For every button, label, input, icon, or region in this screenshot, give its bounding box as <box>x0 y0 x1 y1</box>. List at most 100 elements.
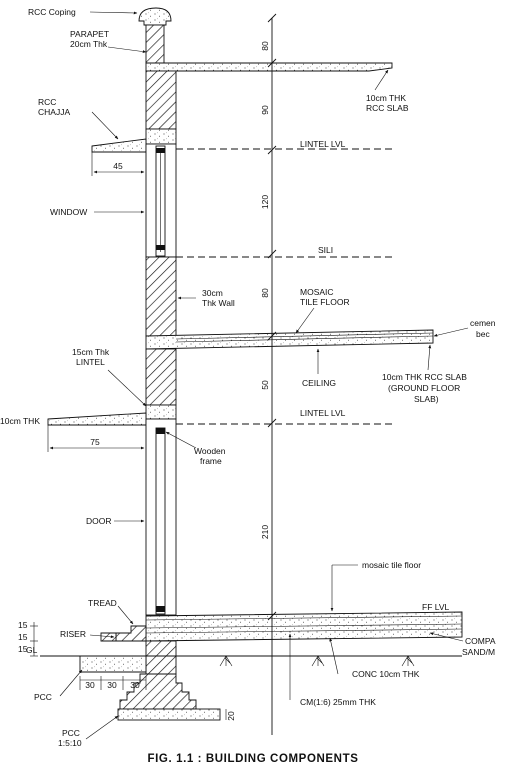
label-pcc-lower: PCC 1:5:10 <box>58 715 119 748</box>
svg-text:LINTEL LVL: LINTEL LVL <box>300 408 346 418</box>
svg-text:30: 30 <box>130 680 140 690</box>
dim-sill-to-floor: 80 <box>260 288 270 298</box>
dim-lintel-gap: 50 <box>260 380 270 390</box>
svg-text:1:5:10: 1:5:10 <box>58 738 82 748</box>
svg-text:10cm THK: 10cm THK <box>0 416 40 426</box>
upper-lintel <box>145 128 177 145</box>
svg-text:20cm Thk: 20cm Thk <box>70 39 108 49</box>
svg-text:MOSAIC: MOSAIC <box>300 287 334 297</box>
svg-text:PCC: PCC <box>34 692 52 702</box>
svg-text:RCC: RCC <box>38 97 56 107</box>
label-riser: RISER <box>60 629 115 639</box>
svg-text:CM(1:6) 25mm THK: CM(1:6) 25mm THK <box>300 697 376 707</box>
svg-text:15cm Thk: 15cm Thk <box>72 347 110 357</box>
label-door: DOOR <box>86 516 145 526</box>
svg-text:bec: bec <box>476 329 490 339</box>
svg-text:RCC SLAB: RCC SLAB <box>366 103 409 113</box>
door-opening <box>145 418 177 616</box>
label-ground-level: GL <box>26 645 38 655</box>
label-mosaic-tile: MOSAIC TILE FLOOR <box>295 287 350 334</box>
svg-text:TILE FLOOR: TILE FLOOR <box>300 297 350 307</box>
svg-text:(GROUND FLOOR: (GROUND FLOOR <box>388 383 460 393</box>
upper-wall <box>145 70 177 130</box>
label-ff-level: FF LVL <box>422 602 450 612</box>
svg-text:10cm THK: 10cm THK <box>366 93 406 103</box>
plinth-wall <box>145 640 177 675</box>
label-parapet: PARAPET 20cm Thk <box>70 29 147 54</box>
svg-text:45: 45 <box>113 161 123 171</box>
svg-text:10cm THK RCC SLAB: 10cm THK RCC SLAB <box>382 372 467 382</box>
label-lower-chajja: 10cm THK <box>0 416 40 426</box>
svg-text:Thk Wall: Thk Wall <box>202 298 235 308</box>
svg-text:Wooden: Wooden <box>194 446 226 456</box>
label-tread: TREAD <box>88 598 134 625</box>
label-lintel-level-upper: LINTEL LVL <box>300 139 346 149</box>
dim-treads: 30 30 30 <box>79 676 147 690</box>
parapet-wall <box>145 24 165 64</box>
label-compacted-sand: COMPA SAND/M <box>429 632 496 657</box>
svg-text:CHAJJA: CHAJJA <box>38 107 70 117</box>
svg-text:30: 30 <box>85 680 95 690</box>
label-rcc-chajja: RCC CHAJJA <box>38 97 119 140</box>
dim-upper-chajja: 45 <box>91 152 145 176</box>
label-cement-bed: cemen bec <box>433 318 496 339</box>
label-lintel: 15cm Thk LINTEL <box>72 347 147 407</box>
label-window: WINDOW <box>50 207 145 217</box>
dim-window-height: 120 <box>260 195 270 209</box>
svg-text:15: 15 <box>18 644 28 654</box>
svg-text:GL: GL <box>26 645 38 655</box>
label-ceiling: CEILING <box>302 348 336 388</box>
label-ground-floor-slab: 10cm THK RCC SLAB (GROUND FLOOR SLAB) <box>382 344 467 404</box>
svg-text:RISER: RISER <box>60 629 86 639</box>
wall-above-door <box>145 348 177 406</box>
svg-text:WINDOW: WINDOW <box>50 207 87 217</box>
svg-text:frame: frame <box>200 456 222 466</box>
label-mosaic-floor: mosaic tile floor <box>330 560 421 612</box>
svg-text:RCC Coping: RCC Coping <box>28 7 76 17</box>
dim-parapet-height: 80 <box>260 41 270 51</box>
svg-text:30cm: 30cm <box>202 288 223 298</box>
svg-text:PCC: PCC <box>62 728 80 738</box>
svg-text:PARAPET: PARAPET <box>70 29 109 39</box>
label-sill: SILI <box>318 245 333 255</box>
svg-text:CEILING: CEILING <box>302 378 336 388</box>
label-rcc-coping: RCC Coping <box>28 7 138 17</box>
svg-text:15: 15 <box>18 620 28 630</box>
wall-below-sill <box>145 256 177 337</box>
svg-text:DOOR: DOOR <box>86 516 112 526</box>
svg-text:SLAB): SLAB) <box>414 394 439 404</box>
door-lintel <box>145 404 177 420</box>
svg-text:SAND/M: SAND/M <box>462 647 495 657</box>
svg-text:cemen: cemen <box>470 318 496 328</box>
window-opening <box>145 143 177 258</box>
label-pcc-upper: PCC <box>34 669 83 702</box>
svg-text:CONC 10cm THK: CONC 10cm THK <box>352 669 420 679</box>
dim-footing-depth: 20 <box>225 709 236 721</box>
label-thick-wall: 30cm Thk Wall <box>177 288 235 308</box>
svg-text:FF LVL: FF LVL <box>422 602 450 612</box>
svg-text:TREAD: TREAD <box>88 598 117 608</box>
label-roof-slab: 10cm THK RCC SLAB <box>366 69 409 113</box>
entrance-steps <box>79 625 147 673</box>
label-conc: CONC 10cm THK <box>329 637 420 679</box>
svg-text:15: 15 <box>18 632 28 642</box>
label-cement-mortar: CM(1:6) 25mm THK <box>288 633 376 707</box>
svg-text:20: 20 <box>226 711 236 721</box>
earth-hatching <box>219 655 415 667</box>
dim-door-height: 210 <box>260 525 270 539</box>
svg-text:SILI: SILI <box>318 245 333 255</box>
figure-caption: FIG. 1.1 : BUILDING COMPONENTS <box>148 753 359 765</box>
dim-lower-chajja: 75 <box>47 425 145 452</box>
upper-chajja <box>91 138 147 153</box>
svg-text:mosaic tile floor: mosaic tile floor <box>362 560 421 570</box>
svg-text:75: 75 <box>90 437 100 447</box>
svg-text:LINTEL: LINTEL <box>76 357 105 367</box>
lower-chajja <box>47 412 147 426</box>
dim-upper-clear: 90 <box>260 105 270 115</box>
pcc-bed <box>117 708 221 721</box>
label-lintel-level-lower: LINTEL LVL <box>300 408 346 418</box>
svg-text:LINTEL LVL: LINTEL LVL <box>300 139 346 149</box>
svg-text:COMPA: COMPA <box>465 636 496 646</box>
dim-risers: 15 15 15 <box>18 620 38 657</box>
